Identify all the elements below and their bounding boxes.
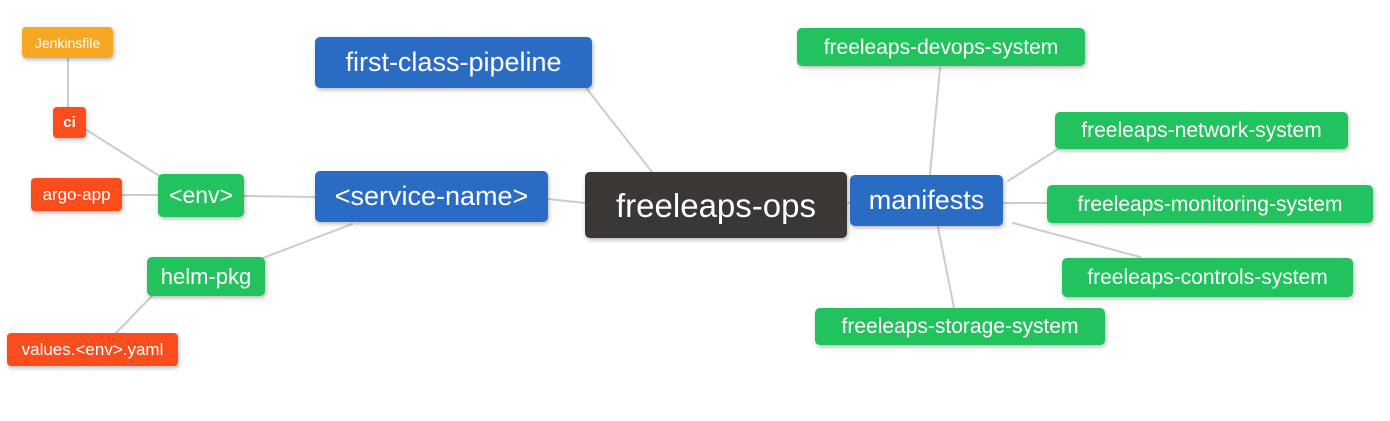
node-freeleaps-devops-system[interactable]: freeleaps-devops-system	[797, 28, 1085, 66]
node-manifests[interactable]: manifests	[850, 175, 1003, 226]
edge-manifests-devops	[929, 67, 941, 175]
node-freeleaps-ops[interactable]: freeleaps-ops	[585, 172, 847, 238]
node-freeleaps-network-system[interactable]: freeleaps-network-system	[1055, 112, 1348, 149]
edge-ops-pipeline	[586, 88, 653, 173]
node-jenkinsfile[interactable]: Jenkinsfile	[22, 27, 113, 58]
edge-env-ci	[84, 128, 162, 178]
node-freeleaps-controls-system[interactable]: freeleaps-controls-system	[1062, 258, 1353, 297]
node-argo-app[interactable]: argo-app	[31, 178, 122, 211]
edge-manifests-network	[1007, 148, 1059, 182]
node-freeleaps-storage-system[interactable]: freeleaps-storage-system	[815, 308, 1105, 345]
node-ci[interactable]: ci	[53, 107, 86, 138]
edge-manifests-controls	[1012, 222, 1141, 258]
node-freeleaps-monitoring-system[interactable]: freeleaps-monitoring-system	[1047, 185, 1373, 223]
node-values-env-yaml[interactable]: values.<env>.yaml	[7, 333, 178, 366]
edge-helmpkg-values	[114, 295, 153, 335]
edge-servicename-helmpkg	[262, 223, 353, 259]
node-env[interactable]: <env>	[158, 174, 244, 217]
node-first-class-pipeline[interactable]: first-class-pipeline	[315, 37, 592, 88]
edge-manifests-storage	[937, 226, 955, 309]
edge-ops-servicename	[547, 198, 586, 204]
node-helm-pkg[interactable]: helm-pkg	[147, 257, 265, 296]
node-service-name[interactable]: <service-name>	[315, 171, 548, 222]
edge-servicename-env	[243, 195, 316, 198]
